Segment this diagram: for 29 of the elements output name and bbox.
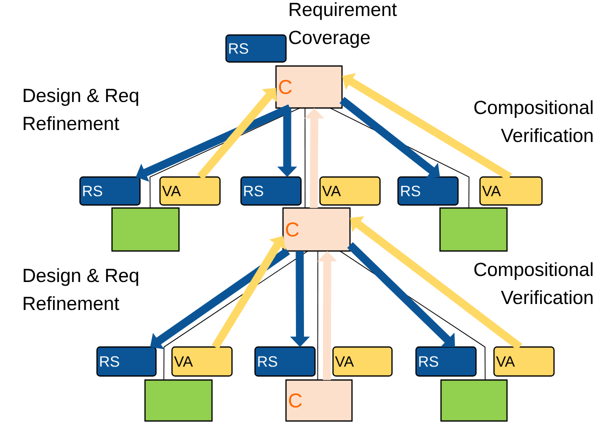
component-box: C [285, 379, 353, 422]
annotation-text: Design & Req Refinement [24, 88, 138, 130]
rs-box: RS [96, 346, 157, 377]
component-box: C [282, 207, 351, 252]
block-arrow [340, 96, 440, 178]
annotation-text: Requirement Coverage [289, 2, 397, 48]
component-box: C [275, 65, 343, 109]
annotation-text: Compositional Verification [474, 262, 593, 304]
rs-box: RS [397, 176, 459, 206]
connector-line [317, 250, 318, 380]
component-box [440, 379, 508, 422]
va-box: VA [332, 346, 393, 377]
component-box [111, 207, 180, 252]
rs-box: RS [415, 346, 477, 377]
block-arrow [150, 248, 290, 350]
va-box: VA [171, 346, 233, 377]
component-box [144, 379, 213, 422]
annotation-text: Design & Req Refinement [24, 268, 138, 310]
block-arrow [197, 88, 277, 180]
va-box: VA [479, 176, 543, 206]
rs-box: RS [79, 176, 141, 206]
annotation-text: Compositional Verification [474, 100, 593, 142]
va-box: VA [493, 346, 555, 377]
connector-line [304, 108, 306, 208]
rs-box: RS [225, 34, 287, 63]
va-box: VA [159, 176, 221, 206]
va-box: VA [319, 176, 381, 206]
block-arrow [347, 242, 455, 347]
component-box [439, 207, 508, 252]
